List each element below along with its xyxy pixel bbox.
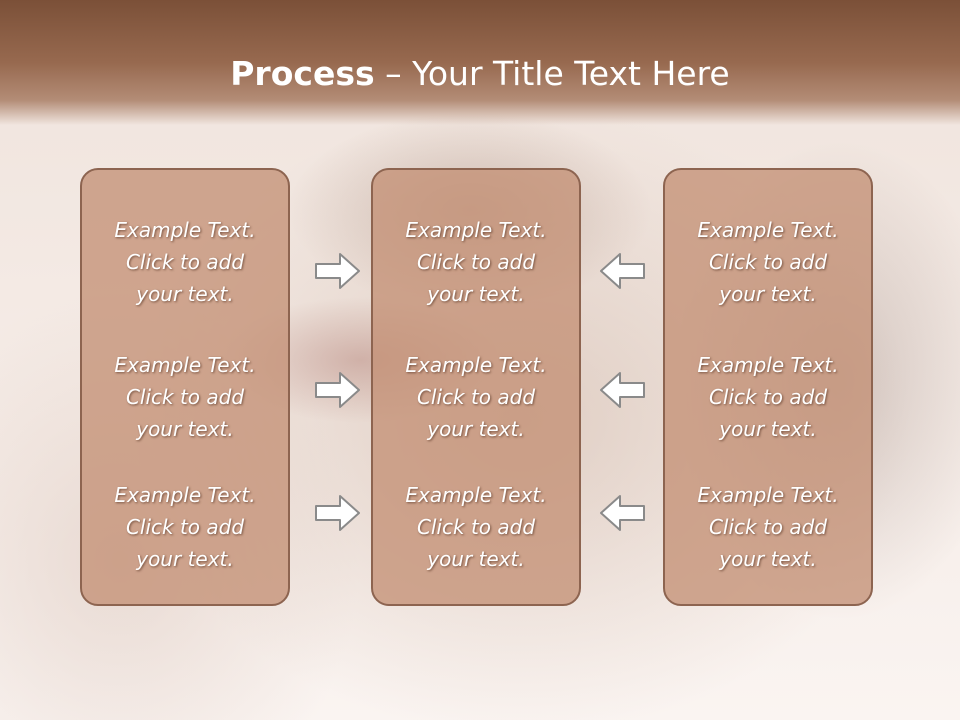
text-line: Example Text. xyxy=(405,353,547,377)
text-line: Click to add xyxy=(125,515,245,539)
title-separator: – xyxy=(374,54,413,93)
text-line: Click to add xyxy=(416,250,536,274)
text-line: Example Text. xyxy=(405,218,547,242)
text-line: Example Text. xyxy=(114,483,256,507)
text-block[interactable]: Example Text. Click to add your text. xyxy=(373,479,579,575)
text-line: your text. xyxy=(719,282,817,306)
process-box-right[interactable]: Example Text. Click to add your text. Ex… xyxy=(663,168,873,606)
text-block[interactable]: Example Text. Click to add your text. xyxy=(665,349,871,445)
text-line: Click to add xyxy=(125,385,245,409)
text-line: Click to add xyxy=(708,250,828,274)
text-line: your text. xyxy=(136,282,234,306)
text-line: Example Text. xyxy=(697,483,839,507)
arrow-right-icon xyxy=(315,372,360,408)
text-line: Click to add xyxy=(416,515,536,539)
text-block[interactable]: Example Text. Click to add your text. xyxy=(373,349,579,445)
text-block[interactable]: Example Text. Click to add your text. xyxy=(373,214,579,310)
arrow-left-icon xyxy=(600,253,645,289)
arrow-left-icon xyxy=(600,495,645,531)
title-bold: Process xyxy=(230,54,375,93)
text-line: your text. xyxy=(719,547,817,571)
text-line: Example Text. xyxy=(114,353,256,377)
text-line: your text. xyxy=(719,417,817,441)
text-line: your text. xyxy=(427,547,525,571)
text-line: Click to add xyxy=(416,385,536,409)
text-line: Example Text. xyxy=(697,218,839,242)
text-block[interactable]: Example Text. Click to add your text. xyxy=(82,479,288,575)
arrow-right-icon xyxy=(315,253,360,289)
text-line: your text. xyxy=(427,282,525,306)
arrow-right-icon xyxy=(315,495,360,531)
slide-title[interactable]: Process – Your Title Text Here xyxy=(0,52,960,96)
title-rest: Your Title Text Here xyxy=(412,54,730,93)
text-line: Example Text. xyxy=(405,483,547,507)
text-line: Click to add xyxy=(125,250,245,274)
text-block[interactable]: Example Text. Click to add your text. xyxy=(665,214,871,310)
text-block[interactable]: Example Text. Click to add your text. xyxy=(82,349,288,445)
process-box-left[interactable]: Example Text. Click to add your text. Ex… xyxy=(80,168,290,606)
text-line: Click to add xyxy=(708,515,828,539)
title-bar xyxy=(0,0,960,125)
text-line: Click to add xyxy=(708,385,828,409)
text-line: Example Text. xyxy=(697,353,839,377)
text-line: your text. xyxy=(136,547,234,571)
arrow-left-icon xyxy=(600,372,645,408)
text-block[interactable]: Example Text. Click to add your text. xyxy=(82,214,288,310)
text-line: Example Text. xyxy=(114,218,256,242)
text-line: your text. xyxy=(427,417,525,441)
text-line: your text. xyxy=(136,417,234,441)
text-block[interactable]: Example Text. Click to add your text. xyxy=(665,479,871,575)
process-box-center[interactable]: Example Text. Click to add your text. Ex… xyxy=(371,168,581,606)
